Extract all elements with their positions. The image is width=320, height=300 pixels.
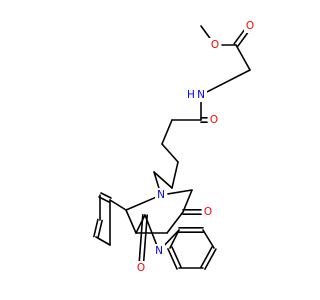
bond-line — [237, 32, 249, 48]
atom-h: H — [187, 89, 195, 101]
double-bond — [178, 227, 204, 233]
atom-n: N — [153, 244, 165, 258]
bond-line — [233, 29, 245, 45]
bond-line — [202, 229, 215, 249]
single-bond — [182, 189, 193, 213]
atom-symbol: N — [197, 89, 205, 101]
single-bond — [125, 209, 137, 234]
bond-line — [109, 199, 127, 211]
bond-line — [97, 219, 103, 239]
atom-label-background — [135, 261, 147, 275]
double-bond — [200, 246, 217, 270]
bond-line — [161, 143, 179, 163]
atom-label-background — [195, 88, 207, 102]
bond-line — [138, 214, 144, 262]
atom-n: N — [155, 188, 167, 202]
single-bond — [206, 69, 251, 93]
atom-label-background — [244, 19, 256, 33]
single-bond — [171, 161, 179, 189]
bond-line — [169, 229, 180, 249]
atom-symbol: N — [157, 189, 165, 201]
atom-label-background — [209, 38, 221, 52]
bond-line — [95, 236, 111, 246]
atom-o: O — [208, 113, 220, 127]
single-bond — [167, 189, 193, 195]
double-bond — [200, 117, 208, 123]
double-bond — [93, 218, 103, 239]
single-bond — [109, 199, 127, 211]
bond-line — [171, 161, 179, 189]
atom-n: N — [195, 88, 207, 102]
bond-line — [166, 211, 184, 234]
atom-symbol: O — [246, 20, 254, 32]
atom-symbol: O — [211, 39, 219, 51]
bond-line — [135, 214, 146, 234]
single-bond — [95, 236, 111, 246]
atom-label-background — [208, 113, 220, 127]
single-bond — [153, 171, 173, 189]
atom-symbol: O — [204, 206, 212, 218]
bond-line — [125, 209, 137, 234]
single-bond — [144, 214, 158, 246]
bond-line — [167, 189, 193, 195]
atom-o: O — [202, 205, 214, 219]
double-bond — [138, 214, 148, 263]
bond-line — [171, 246, 182, 268]
atom-label-background — [155, 188, 167, 202]
single-bond — [153, 171, 160, 190]
atom-o: O — [209, 38, 221, 52]
atom-label-background — [202, 205, 214, 219]
bond-line — [204, 248, 217, 270]
single-bond — [166, 211, 184, 234]
atom-label-background — [153, 244, 165, 258]
bond-line — [206, 69, 251, 93]
bond-line — [200, 246, 213, 268]
atom-symbol: O — [210, 114, 218, 126]
single-bond — [161, 143, 179, 163]
single-bond — [135, 214, 146, 234]
atom-label-background — [185, 88, 197, 102]
bond-line — [167, 248, 178, 270]
atom-o: O — [135, 261, 147, 275]
single-bond — [161, 119, 173, 145]
single-bond — [200, 25, 212, 41]
single-bond — [125, 197, 156, 211]
single-bond — [202, 229, 215, 249]
atom-o: O — [244, 19, 256, 33]
atom-symbol: O — [137, 262, 145, 274]
single-bond — [163, 229, 180, 247]
double-bond — [182, 209, 202, 215]
bond-line — [93, 218, 99, 238]
double-bond — [233, 29, 249, 48]
bond-layer — [93, 25, 251, 270]
bond-line — [182, 189, 193, 213]
single-bond — [169, 229, 180, 249]
bond-line — [125, 197, 156, 211]
bond-line — [200, 25, 212, 41]
bond-line — [153, 171, 173, 189]
bond-line — [153, 171, 160, 190]
double-bond — [167, 246, 182, 270]
bond-line — [161, 119, 173, 145]
bond-line — [100, 192, 112, 199]
bond-line — [142, 214, 148, 263]
atom-symbol: N — [155, 245, 163, 257]
bond-line — [235, 44, 251, 71]
bond-line — [144, 214, 158, 246]
bond-line — [163, 229, 180, 247]
single-bond — [235, 44, 251, 71]
